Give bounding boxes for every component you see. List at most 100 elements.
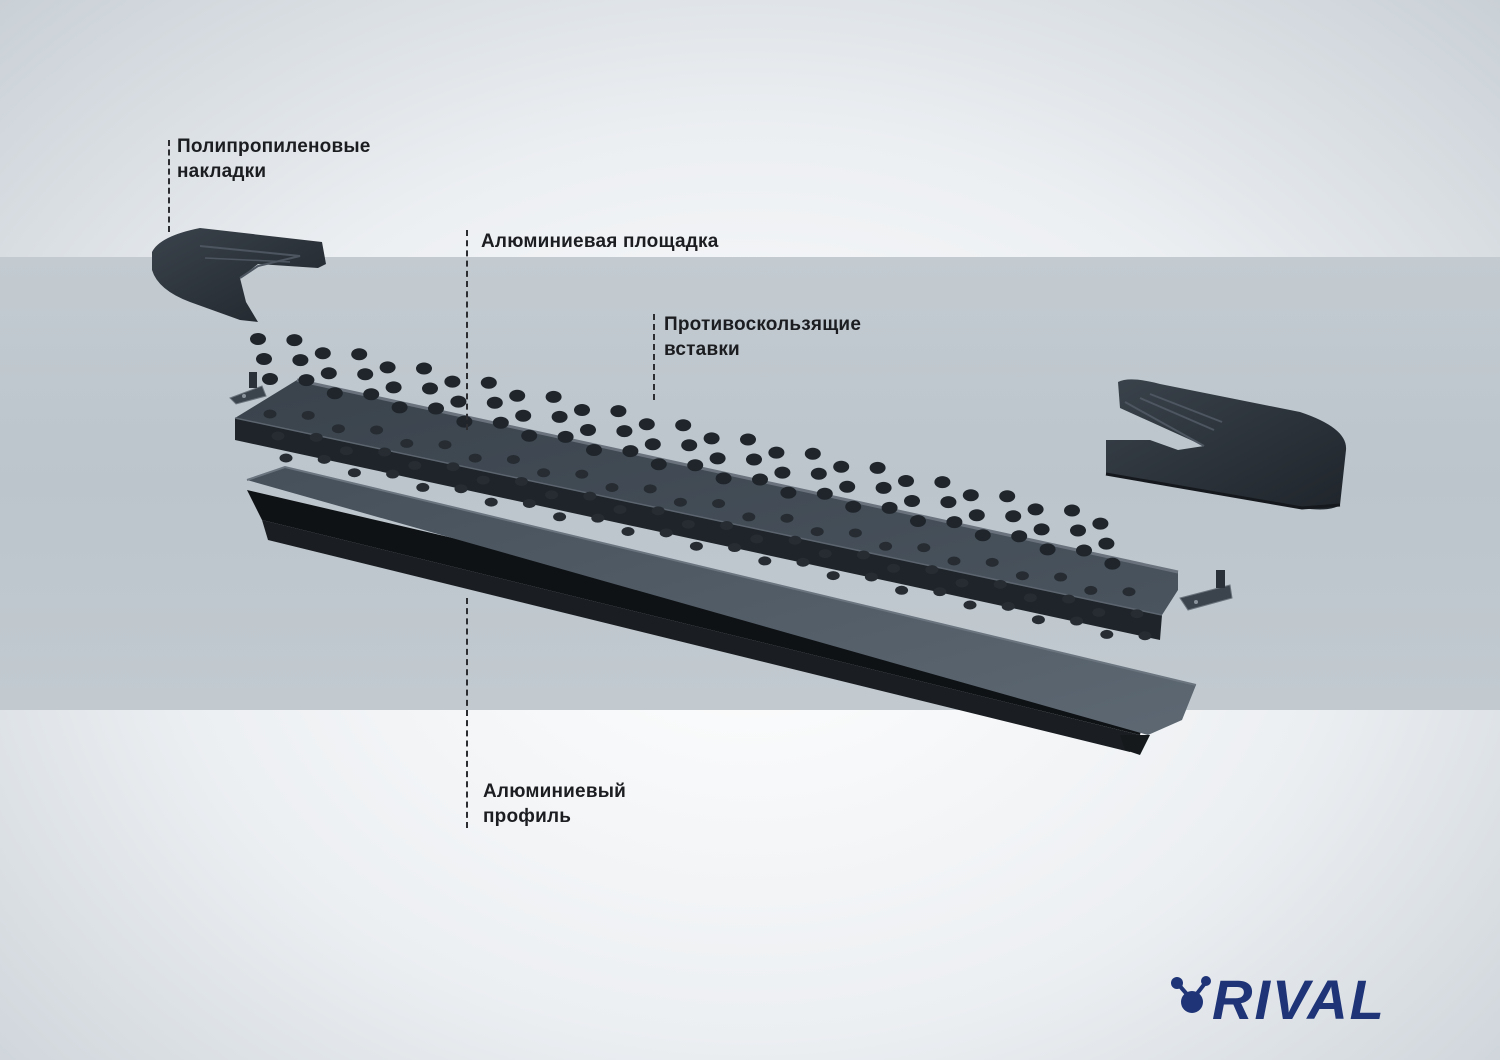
anti-slip-insert [1098, 537, 1115, 550]
anti-slip-insert [709, 452, 726, 465]
anti-slip-insert [580, 424, 596, 436]
anti-slip-insert [1092, 517, 1109, 530]
anti-slip-insert [298, 374, 315, 387]
platform-hole [750, 534, 764, 544]
platform-hole [621, 527, 635, 536]
anti-slip-insert [1104, 557, 1121, 570]
anti-slip-insert [286, 334, 303, 347]
platform-hole [651, 506, 665, 516]
profile-label-line-2: профиль [483, 806, 572, 827]
right-end-cap [1105, 379, 1347, 510]
left-end-cap [152, 228, 326, 322]
anti-slip-insert [256, 353, 272, 365]
platform-hole [591, 513, 605, 523]
platform-hole [263, 409, 277, 419]
platform-hole [331, 424, 345, 434]
platform-hole [1054, 572, 1068, 582]
platform-hole [1070, 616, 1084, 626]
platform-hole [476, 475, 490, 485]
anti-slip-insert [1011, 530, 1028, 543]
anti-slip-insert [480, 376, 497, 389]
platform-hole [742, 512, 756, 522]
inserts-label: Противоскользящие вставки [664, 312, 861, 362]
anti-slip-insert [768, 446, 785, 459]
platform-hole [347, 468, 361, 478]
platform-hole [545, 490, 559, 500]
anti-slip-insert [351, 348, 368, 361]
platform-hole [575, 469, 589, 479]
anti-slip-insert [881, 501, 898, 514]
anti-slip-insert [675, 419, 692, 432]
anti-slip-insert [1064, 504, 1080, 517]
left-bracket [229, 372, 267, 405]
caps-label: Полипропиленовые накладки [177, 134, 371, 184]
platform-hole [446, 462, 460, 472]
platform-hole [864, 572, 878, 582]
platform-hole [468, 453, 482, 463]
platform-hole [681, 519, 695, 529]
platform-hole [416, 482, 430, 492]
platform-hole [728, 543, 742, 553]
anti-slip-insert [968, 509, 985, 522]
anti-slip-insert [1076, 544, 1092, 557]
anti-slip-insert [428, 402, 444, 415]
anti-slip-insert [357, 368, 374, 381]
anti-slip-insert [320, 367, 337, 380]
anti-slip-insert [492, 416, 509, 429]
right-bracket [1179, 570, 1233, 611]
anti-slip-insert [904, 495, 920, 507]
anti-slip-insert [379, 361, 396, 374]
platform-hole [301, 410, 315, 420]
platform-hole [1031, 615, 1045, 625]
platform-hole [818, 549, 832, 559]
platform-hole [613, 505, 627, 514]
anti-slip-insert [450, 395, 467, 408]
anti-slip-insert [622, 445, 639, 458]
platform-hole [1138, 631, 1152, 641]
anti-slip-insert [810, 467, 827, 480]
anti-slip-insert [681, 439, 698, 452]
inserts-leader-line [653, 314, 655, 400]
platform-label: Алюминиевая площадка [481, 229, 718, 254]
platform-hole [1015, 571, 1029, 581]
platform-hole [925, 565, 939, 575]
anti-slip-insert [804, 447, 821, 460]
platform-hole [522, 498, 536, 508]
anti-slip-insert [326, 387, 343, 400]
anti-slip-insert [934, 476, 951, 489]
inserts-label-line-1: Противоскользящие [664, 314, 862, 335]
anti-slip-insert [391, 401, 408, 414]
anti-slip-insert [974, 529, 991, 542]
platform-hole [780, 513, 794, 523]
platform-hole [810, 527, 824, 537]
profile-leader-line [466, 598, 468, 828]
anti-slip-insert [875, 481, 892, 494]
platform-hole [1062, 594, 1076, 604]
platform-hole [583, 491, 597, 501]
platform-hole [506, 454, 520, 464]
platform-hole [317, 454, 331, 464]
platform-hole [454, 484, 468, 494]
anti-slip-insert [557, 430, 574, 443]
anti-slip-insert [1005, 510, 1022, 523]
anti-slip-insert [839, 480, 856, 493]
caps-label-line-2: накладки [177, 161, 267, 182]
anti-slip-insert [486, 396, 503, 409]
anti-slip-insert [644, 438, 661, 451]
platform-label-line-1: Алюминиевая площадка [481, 231, 719, 252]
anti-slip-insert [551, 410, 568, 423]
platform-hole [271, 431, 285, 441]
platform-hole [955, 578, 969, 588]
anti-slip-insert [521, 429, 538, 442]
anti-slip-insert [687, 459, 704, 472]
anti-slip-insert [250, 333, 266, 345]
anti-slip-insert [845, 500, 862, 513]
anti-slip-insert [292, 354, 309, 367]
anti-slip-insert [385, 381, 402, 394]
anti-slip-insert [940, 496, 957, 509]
anti-slip-insert [946, 516, 963, 529]
anti-slip-insert [869, 461, 886, 474]
anti-slip-insert [910, 515, 926, 527]
anti-slip-insert [962, 489, 979, 502]
